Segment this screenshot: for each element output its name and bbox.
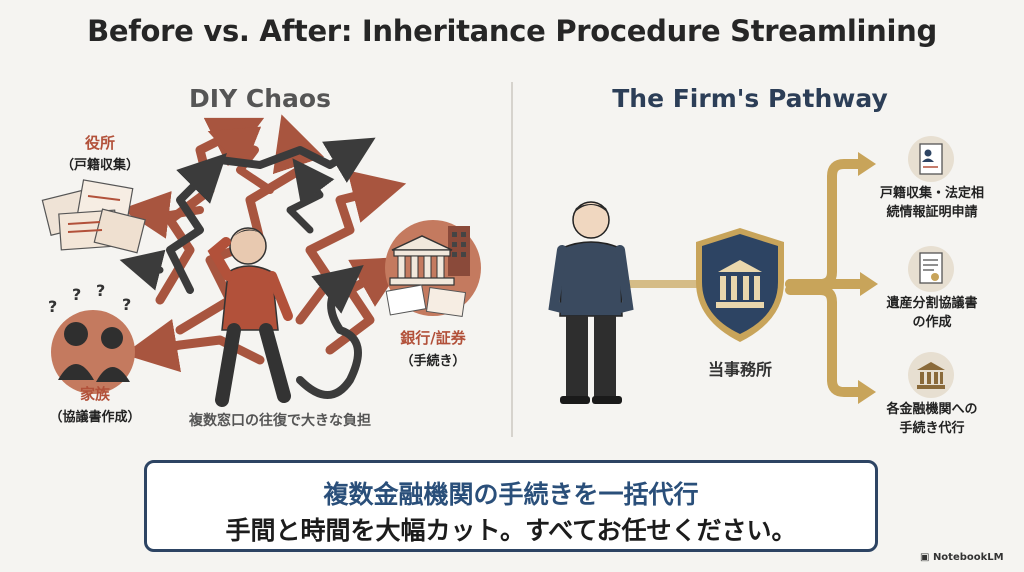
message-headline: 複数金融機関の手続きを一括代行: [323, 480, 699, 509]
city-hall-label: 役所: [84, 134, 115, 152]
message-subline: 手間と時間を大幅カット。すべてお任せください。: [225, 516, 797, 545]
city-hall-sub: （戸籍収集）: [60, 158, 139, 173]
bank-sub: （手続き）: [400, 354, 466, 369]
center-divider: [511, 82, 513, 437]
step-1-label: 戸籍収集・法定相 続情報証明申請: [862, 184, 1002, 222]
brand-logo-icon: ▣: [920, 552, 933, 563]
step-3-label: 各金融機関への 手続き代行: [862, 400, 1002, 438]
message-box: 複数金融機関の手続きを一括代行 手間と時間を大幅カット。すべてお任せください。: [144, 460, 878, 552]
right-heading: The Firm's Pathway: [612, 84, 888, 113]
brand-watermark: ▣ NotebookLM: [920, 552, 1020, 563]
family-people-icon: ? ? ? ?: [48, 281, 135, 394]
svg-text:?: ?: [122, 295, 131, 314]
svg-text:?: ?: [72, 285, 81, 304]
family-label: 家族: [79, 385, 110, 403]
burden-caption: 複数窓口の往復で大きな負担: [189, 413, 371, 429]
step-2-label: 遺産分割協議書 の作成: [862, 294, 1002, 332]
step-3-line2: 手続き代行: [899, 421, 965, 436]
paper-stack-icon: [41, 179, 146, 254]
step-1-line2: 続情報証明申請: [886, 205, 978, 220]
step-2-line2: の作成: [912, 315, 952, 330]
step-3-line1: 各金融機関への: [886, 402, 978, 417]
bank-icon: [908, 352, 954, 398]
brand-text: NotebookLM: [932, 552, 1004, 563]
office-label: 当事務所: [707, 360, 772, 379]
bank-label: 銀行/証券: [400, 329, 466, 347]
stressed-person-icon: [207, 227, 293, 407]
bank-building-icon: [385, 220, 481, 317]
agreement-document-icon: [908, 246, 954, 292]
step-2-line1: 遺産分割協議書: [886, 296, 978, 311]
family-sub: （協議書作成）: [49, 410, 141, 425]
page-title: Before vs. After: Inheritance Procedure …: [87, 14, 937, 48]
left-heading: DIY Chaos: [189, 84, 331, 113]
firm-shield-icon: [696, 228, 784, 342]
client-person-icon: [548, 201, 634, 404]
svg-text:?: ?: [96, 281, 105, 300]
document-person-icon: [908, 136, 954, 182]
step-1-line1: 戸籍収集・法定相: [879, 186, 984, 201]
svg-text:?: ?: [48, 297, 57, 316]
